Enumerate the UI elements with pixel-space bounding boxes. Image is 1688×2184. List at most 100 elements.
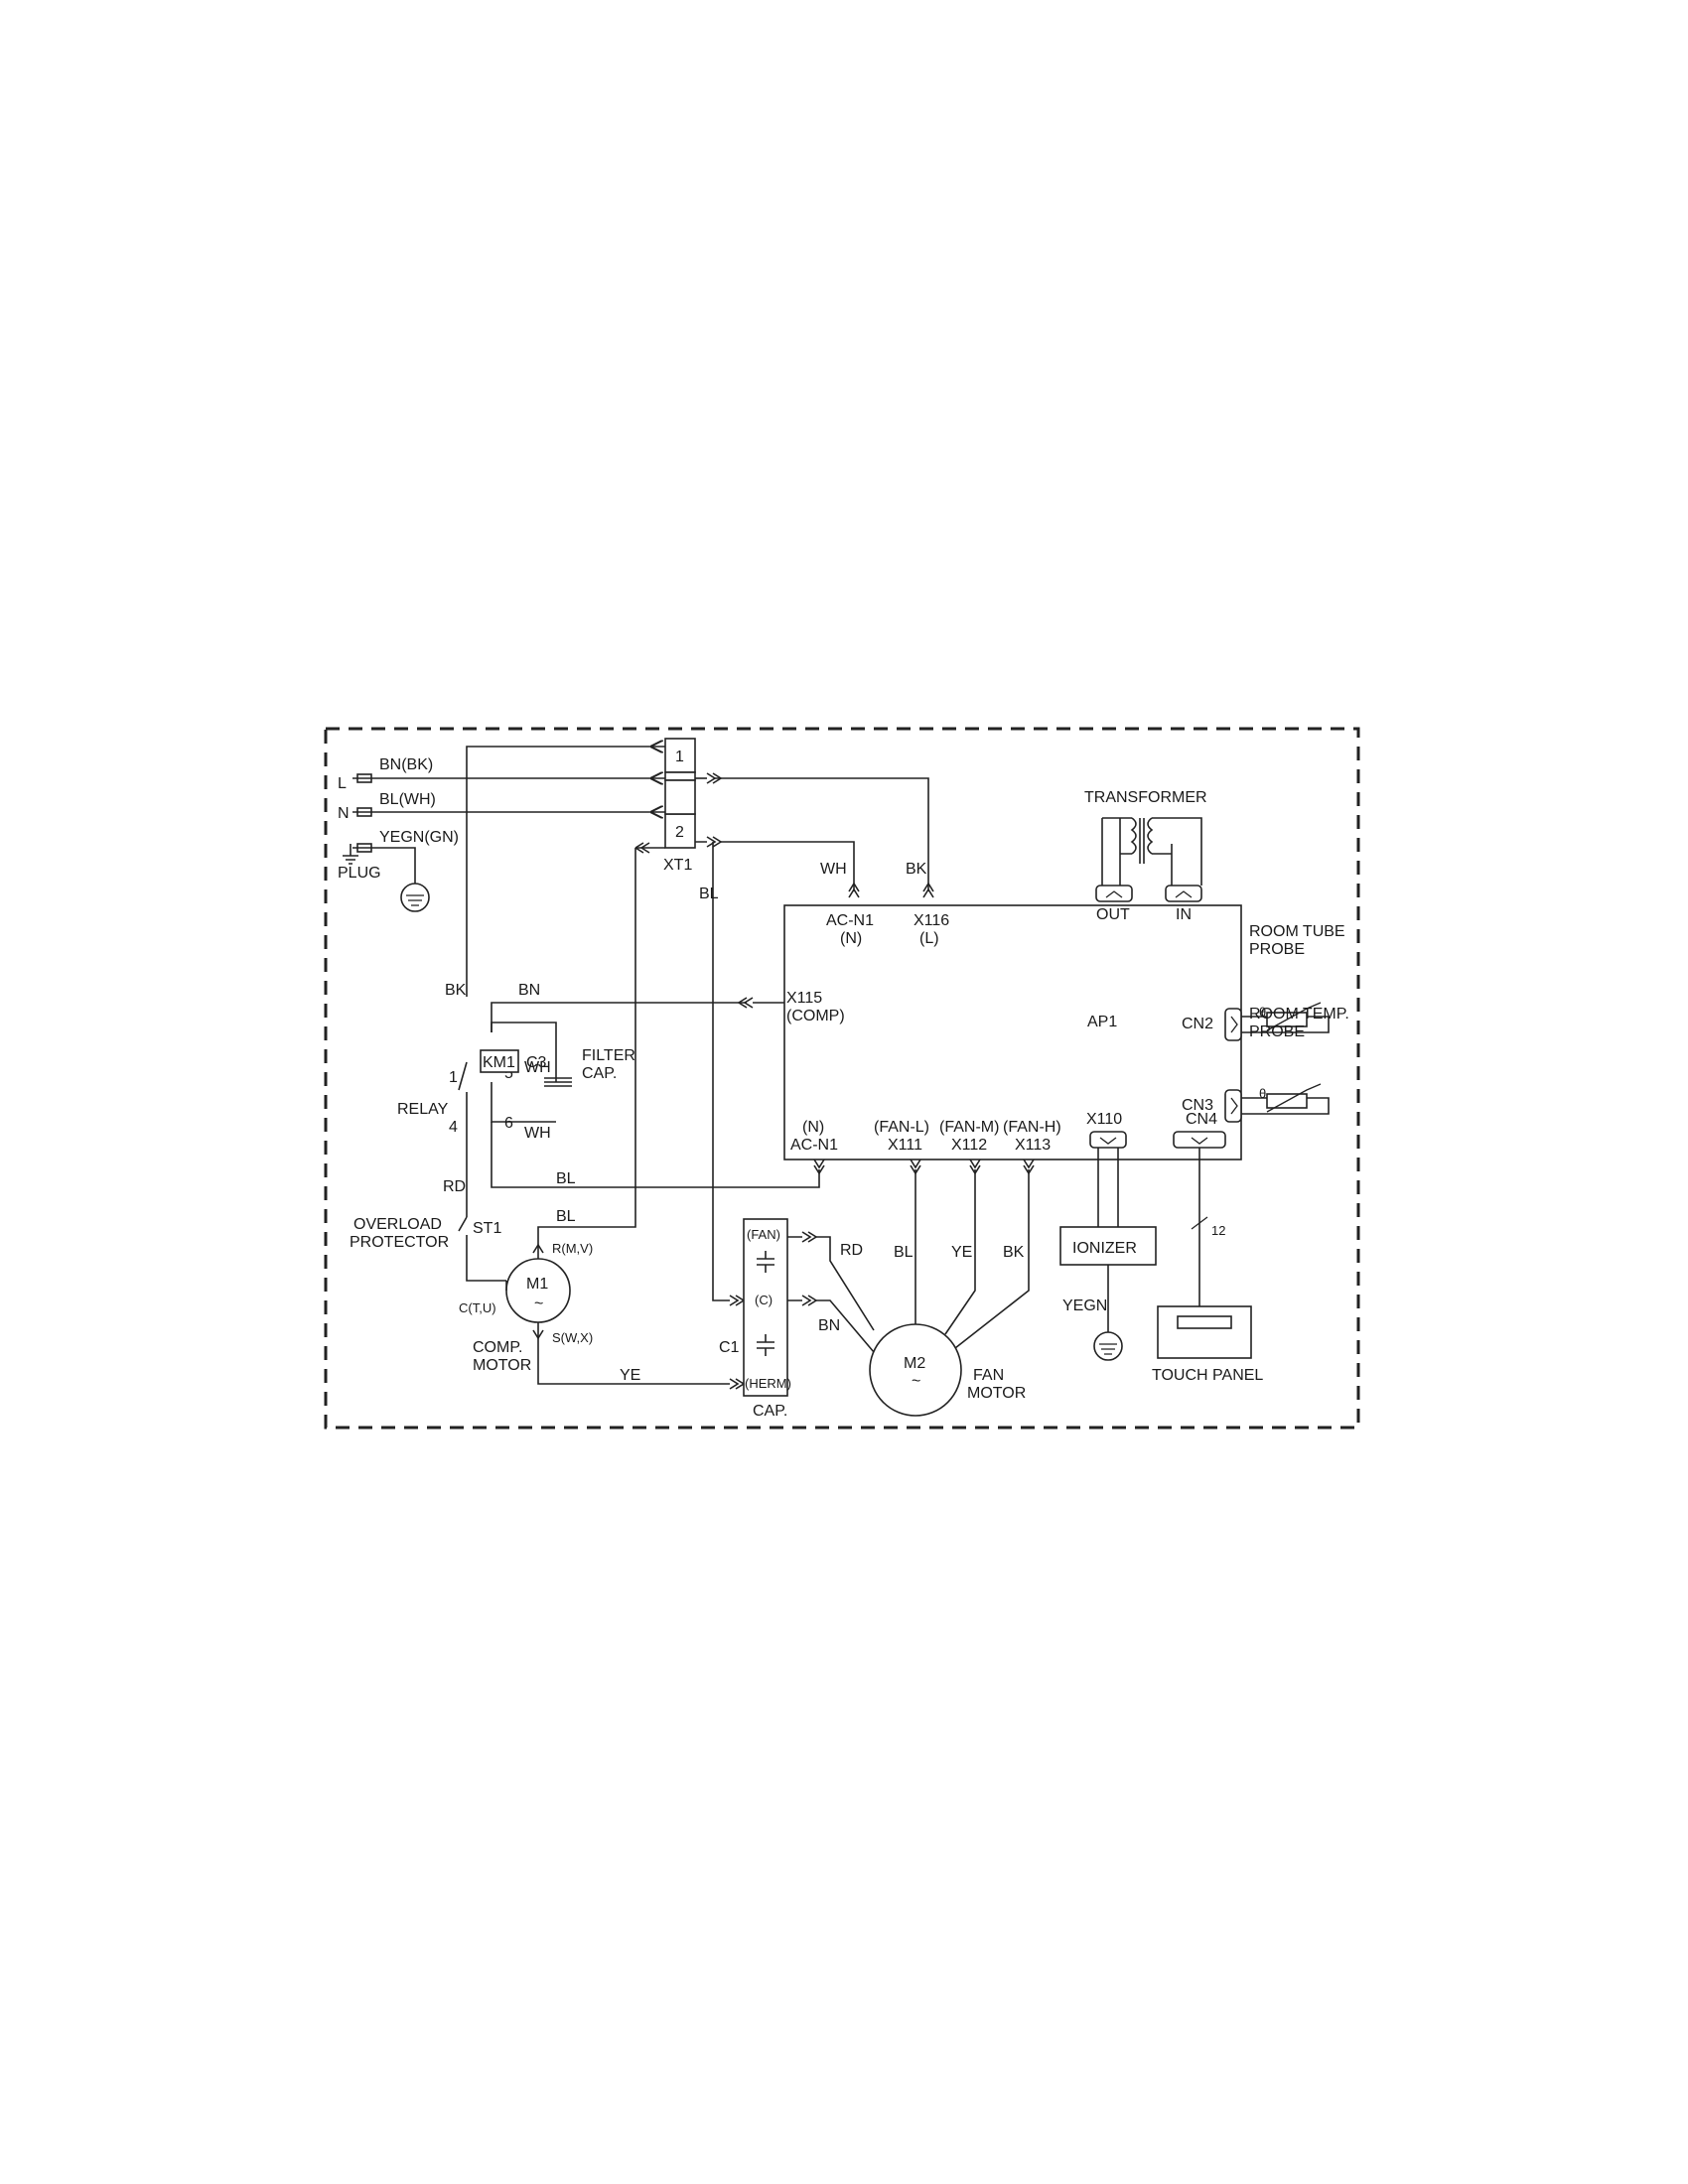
- compressor-line1: COMP.: [473, 1339, 522, 1356]
- xt1-terminal-2: 2: [675, 824, 684, 841]
- relay-wh-top: WH: [524, 1059, 551, 1076]
- transformer-in-connector: [1165, 885, 1202, 902]
- relay-km1-label: KM1: [483, 1054, 515, 1071]
- cn4-label: CN4: [1186, 1111, 1217, 1128]
- fan-motor-bk-wire: BK: [1003, 1244, 1025, 1261]
- cn2-label: CN2: [1182, 1016, 1213, 1032]
- relay-coil-km1: [480, 1049, 519, 1073]
- x113-sub: (FAN-H): [1003, 1119, 1061, 1136]
- run-capacitor-c1: [743, 1218, 788, 1397]
- cn4-connector: [1173, 1131, 1226, 1149]
- x116-label: X116: [914, 912, 949, 929]
- wire-acn1: [695, 841, 855, 891]
- terminal-block-xt1: 1 2 XT1: [663, 738, 696, 874]
- temp-probe-theta: θ: [1259, 1086, 1266, 1101]
- relay-pin-6: 6: [504, 1115, 513, 1132]
- filter-cap-line1: FILTER: [582, 1047, 635, 1064]
- relay-bl-wire: BL: [556, 1170, 576, 1187]
- diagram-border: [324, 727, 1360, 1430]
- compressor-ye-wire: YE: [620, 1367, 640, 1384]
- fan-motor-line2: MOTOR: [967, 1385, 1026, 1402]
- x115-sub: (COMP): [786, 1008, 845, 1024]
- tube-probe-line1: ROOM TUBE: [1249, 923, 1345, 940]
- transformer-in-label: IN: [1176, 906, 1192, 923]
- fan-motor-tilde: ~: [912, 1373, 920, 1390]
- plug-l-wire: BN(BK): [379, 756, 433, 773]
- cn3-connector: [1224, 1089, 1242, 1123]
- x110-label: X110: [1086, 1111, 1122, 1128]
- ionizer-ground-icon: [1093, 1331, 1123, 1361]
- relay-rd-wire: RD: [443, 1178, 466, 1195]
- x116-sub: (L): [919, 930, 939, 947]
- touch-panel-count: 12: [1211, 1223, 1225, 1238]
- plug-ground-wire: YEGN(GN): [379, 829, 459, 846]
- fan-motor-bl-wire: BL: [894, 1244, 914, 1261]
- wire-fan-h: [954, 1169, 1030, 1349]
- transformer-out-connector: [1095, 885, 1133, 902]
- x111-label: X111: [888, 1137, 922, 1154]
- x115-label: X115: [786, 990, 822, 1007]
- plug-earth-icon: [400, 883, 430, 912]
- wire-bk-top: [466, 747, 650, 997]
- cn3-label: CN3: [1182, 1097, 1213, 1114]
- run-cap-c1: C1: [719, 1339, 740, 1356]
- power-plug: L N BN(BK) BL(WH) YEGN(GN) PLUG: [338, 756, 459, 912]
- transformer-label: TRANSFORMER: [1084, 789, 1207, 806]
- transformer-icon: [1101, 817, 1202, 886]
- acn1-bottom-sub: (N): [802, 1119, 824, 1136]
- touch-panel-display: [1177, 1315, 1232, 1329]
- temp-probe-line1: ROOM TEMP.: [1249, 1006, 1349, 1023]
- overload-line2: PROTECTOR: [350, 1234, 449, 1251]
- relay-pin-1: 1: [449, 1069, 458, 1086]
- fan-motor-m2-label: M2: [904, 1355, 925, 1372]
- relay-bk-wire: BK: [445, 982, 467, 999]
- overload-st1: ST1: [473, 1220, 501, 1237]
- wire-bl-cap: [712, 842, 730, 1301]
- wire-bn-x115: [491, 1002, 747, 1032]
- compressor-r: R(M,V): [552, 1241, 593, 1256]
- relay-pin-4: 4: [449, 1119, 458, 1136]
- x110-connector: [1089, 1131, 1127, 1149]
- fan-motor-ye-wire: YE: [951, 1244, 972, 1261]
- board-label: AP1: [1087, 1014, 1117, 1030]
- compressor-c: C(T,U): [459, 1300, 496, 1315]
- fan-motor-line1: FAN: [973, 1367, 1004, 1384]
- compressor-s: S(W,X): [552, 1330, 593, 1345]
- ionizer-label: IONIZER: [1072, 1240, 1137, 1257]
- x111-sub: (FAN-L): [874, 1119, 929, 1136]
- filter-cap-line2: CAP.: [582, 1065, 617, 1082]
- xt1-label: XT1: [663, 857, 692, 874]
- plug-label: PLUG: [338, 865, 381, 882]
- run-cap-fan: (FAN): [747, 1227, 780, 1242]
- plug-l-label: L: [338, 775, 347, 792]
- x112-label: X112: [951, 1137, 987, 1154]
- run-cap-label: CAP.: [753, 1403, 787, 1420]
- relay-label: RELAY: [397, 1101, 449, 1118]
- run-cap-c: (C): [755, 1293, 773, 1307]
- control-board-ap1: [783, 904, 1242, 1160]
- plug-n-label: N: [338, 805, 350, 822]
- plug-n-wire: BL(WH): [379, 791, 436, 808]
- compressor-bl-wire: BL: [556, 1208, 576, 1225]
- filter-cap-c3-label: C3: [526, 1054, 547, 1071]
- touch-panel-label: TOUCH PANEL: [1152, 1367, 1263, 1384]
- overload-switch: [458, 1216, 506, 1282]
- tube-probe-theta: θ: [1259, 1005, 1266, 1020]
- compressor-tilde: ~: [534, 1296, 543, 1312]
- plug-ground-icon: [343, 844, 358, 865]
- run-cap-herm: (HERM): [745, 1376, 791, 1391]
- wire-fan-m: [944, 1169, 976, 1335]
- acn1-bottom-label: AC-N1: [790, 1137, 838, 1154]
- wire-ye-compressor: [537, 1322, 730, 1385]
- cn2-connector: [1224, 1008, 1242, 1041]
- ionizer-wire: YEGN: [1062, 1297, 1107, 1314]
- relay-top-loop: [491, 1022, 557, 1062]
- tube-probe-line2: PROBE: [1249, 941, 1305, 958]
- compressor-m1: M1: [526, 1276, 548, 1293]
- run-cap-bn-wire: BN: [818, 1317, 840, 1334]
- wire-bl-acn1: [491, 1122, 820, 1188]
- overload-line1: OVERLOAD: [353, 1216, 442, 1233]
- filter-cap-c3: [544, 1062, 572, 1087]
- relay-pin-5: 5: [504, 1065, 513, 1082]
